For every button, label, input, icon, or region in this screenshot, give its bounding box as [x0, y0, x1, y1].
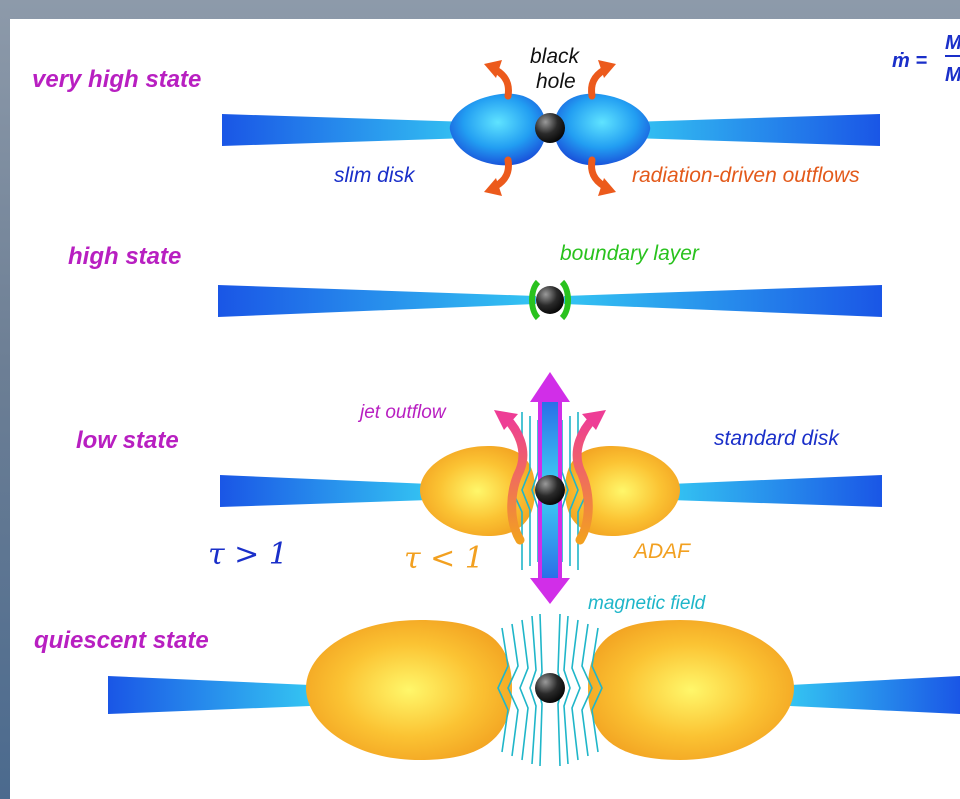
black-hole: [535, 113, 565, 143]
adaf-label: ADAF: [634, 540, 691, 563]
left-disk: [108, 676, 310, 714]
low-state-row: [220, 372, 882, 604]
left-disk: [222, 114, 470, 146]
black-hole-label-line2: hole: [536, 70, 576, 93]
tau-greater-label: τ > 1: [208, 537, 288, 572]
tau-less-label: τ < 1: [404, 541, 484, 576]
high-state-row: [218, 279, 882, 321]
slim-disk-left-lobe: [449, 93, 546, 166]
adaf-right-lobe: [565, 446, 680, 536]
slim-disk-label: slim disk: [334, 164, 415, 187]
right-disk: [564, 285, 882, 317]
radiation-outflows-label: radiation-driven outflows: [632, 164, 860, 187]
boundary-layer-right: [559, 279, 571, 321]
black-hole-label-line1: black: [530, 45, 580, 68]
slim-disk-right-lobe: [554, 93, 651, 166]
very-high-state-label: very high state: [32, 66, 202, 93]
formula-numerator: M: [945, 32, 960, 57]
high-state-label: high state: [68, 243, 182, 270]
radiation-outflow-arrows: [492, 66, 608, 190]
formula-denominator: M: [945, 64, 960, 87]
jet-outflow-label: jet outflow: [360, 402, 446, 423]
left-disk: [220, 475, 430, 507]
black-hole: [536, 286, 564, 314]
jet-curved-outflows: [494, 410, 606, 545]
outflow-arrow-heads: [484, 60, 616, 196]
adaf-left-lobe: [306, 620, 512, 760]
black-hole: [535, 673, 565, 703]
adaf-right-lobe: [588, 620, 794, 760]
boundary-layer-left: [529, 279, 541, 321]
formula-lhs: ṁ =: [892, 50, 928, 72]
quiescent-state-row: [108, 613, 960, 767]
right-disk: [790, 676, 960, 714]
adaf-left-lobe: [420, 446, 535, 536]
very-high-state-row: [222, 60, 880, 196]
left-disk: [218, 285, 536, 317]
right-disk: [670, 475, 882, 507]
black-hole: [535, 475, 565, 505]
boundary-layer-label: boundary layer: [560, 242, 699, 265]
standard-disk-label: standard disk: [714, 427, 839, 450]
right-disk: [630, 114, 880, 146]
quiescent-state-label: quiescent state: [34, 627, 209, 654]
magnetic-field-label: magnetic field: [588, 593, 706, 614]
low-state-label: low state: [76, 427, 179, 454]
